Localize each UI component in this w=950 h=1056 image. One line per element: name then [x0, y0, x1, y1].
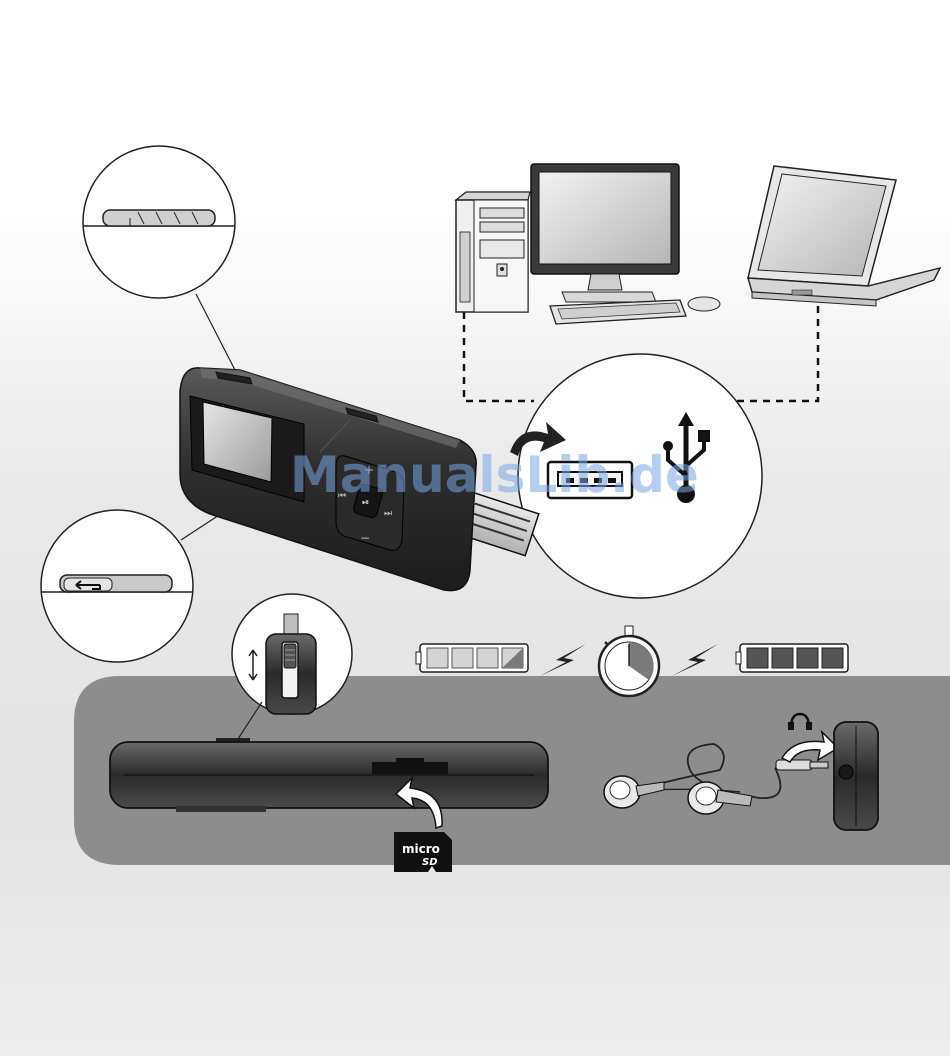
stopwatch-icon: [599, 626, 659, 696]
microsd-card-icon: micro SD: [394, 832, 452, 872]
watermark-text: ManualsLib.de: [290, 446, 699, 504]
microsd-label-sd: SD: [422, 857, 438, 868]
lightning-icon-2: [672, 644, 718, 676]
laptop-icon: [748, 166, 940, 306]
player-side-view: [110, 738, 548, 812]
zoom-top-buttons: [83, 146, 236, 372]
desktop-computer-icon: [456, 164, 720, 324]
zoom-hold-switch: [41, 504, 236, 662]
microsd-slot: [372, 762, 448, 774]
lightning-icon: [540, 644, 586, 676]
next-label: ⏭: [384, 509, 392, 519]
headphone-jack: [839, 765, 853, 779]
player-end-view: [834, 722, 878, 830]
battery-empty-icon: [416, 644, 528, 672]
volume-down-label: −: [360, 531, 370, 545]
battery-full-icon: [736, 644, 848, 672]
microsd-label-micro: micro: [402, 842, 440, 856]
